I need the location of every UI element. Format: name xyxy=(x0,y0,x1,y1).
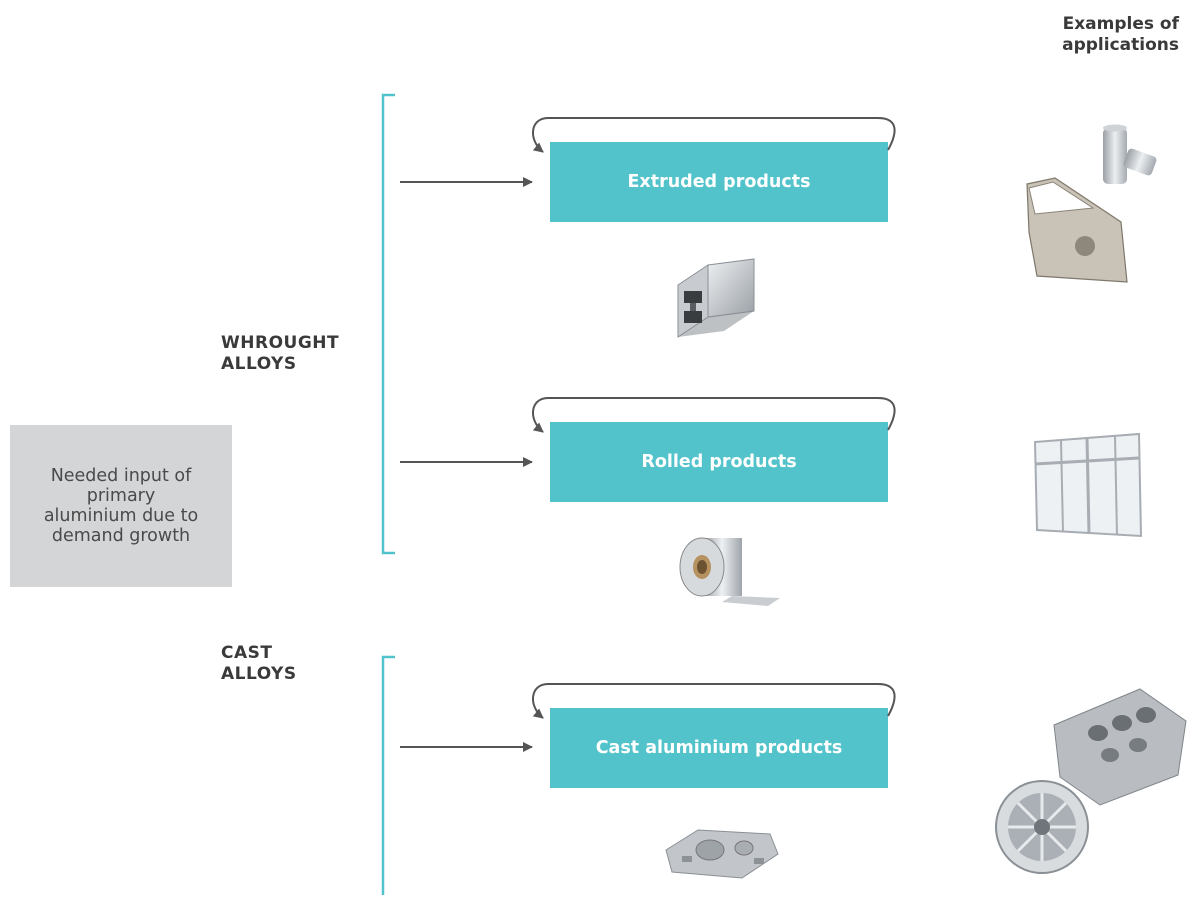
wrought-alloys-label: WHROUGHT ALLOYS xyxy=(221,333,339,375)
loop-cast xyxy=(532,683,896,719)
cast-label-line-2: ALLOYS xyxy=(221,664,297,684)
cast-gearbox-cover-icon xyxy=(665,829,779,879)
wrought-label-line-2: ALLOYS xyxy=(221,354,297,374)
aluminium-extrusion-profile-icon xyxy=(677,258,755,338)
aluminium-coil-icon xyxy=(679,537,780,606)
rolled-products-box: Rolled products xyxy=(550,422,888,502)
cast-label-line-1: CAST xyxy=(221,643,273,663)
can-and-car-door-icon xyxy=(1026,124,1157,283)
primary-input-text: Needed input of primary aluminium due to… xyxy=(43,466,199,546)
extruded-products-box: Extruded products xyxy=(550,142,888,222)
wrought-label-line-1: WHROUGHT xyxy=(221,333,340,353)
loop-rolled xyxy=(532,397,896,433)
cast-alloys-label: CAST ALLOYS xyxy=(221,643,297,685)
header-line-2: applications xyxy=(1062,35,1179,55)
rolled-products-label: Rolled products xyxy=(641,452,797,472)
engine-block-and-wheel-icon xyxy=(995,688,1187,874)
loop-extruded xyxy=(532,117,896,153)
header-line-1: Examples of xyxy=(1062,14,1179,34)
window-frame-icon xyxy=(1033,432,1143,538)
primary-input-box: Needed input of primary aluminium due to… xyxy=(10,425,232,587)
cast-products-box: Cast aluminium products xyxy=(550,708,888,788)
cast-products-label: Cast aluminium products xyxy=(595,738,843,758)
wrought-bracket xyxy=(381,93,395,555)
applications-header: Examples of applications xyxy=(1009,14,1179,56)
cast-bracket xyxy=(381,655,395,895)
extruded-products-label: Extruded products xyxy=(627,172,811,192)
